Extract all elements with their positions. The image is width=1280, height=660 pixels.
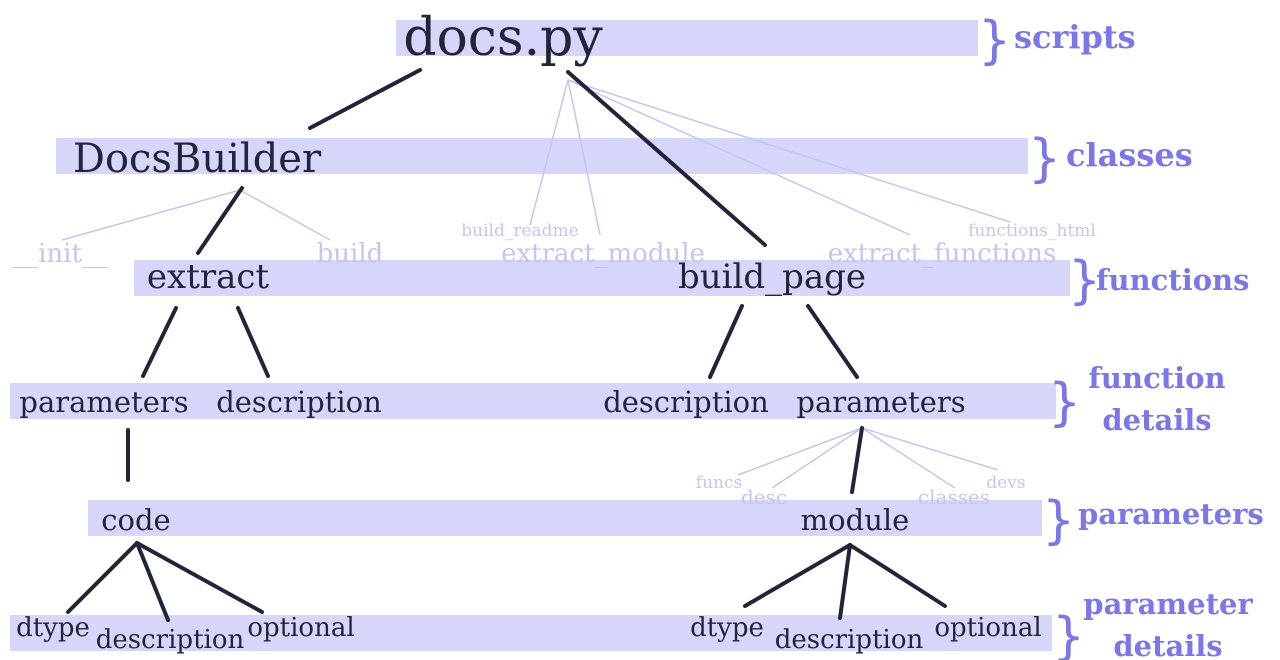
edge-docs-extract-module (567, 79, 601, 236)
node-extract: extract (147, 257, 270, 297)
node-build: build (317, 239, 384, 269)
tier-scripts: scripts (1014, 18, 1136, 56)
edge-params-classes (861, 427, 956, 489)
edge-parameters-module (850, 426, 864, 494)
brace-classes: } (1028, 129, 1061, 189)
faint-connectors (61, 79, 1011, 489)
band-classes (56, 138, 1028, 174)
tier-parameter-details-line2: details (1113, 629, 1222, 660)
node-functions-html: functions_html (968, 221, 1096, 241)
brace-function-details: } (1048, 373, 1081, 433)
edge-module-optional (848, 543, 947, 608)
node-funcs: funcs (696, 473, 742, 493)
tier-labels: scripts classes functions function detai… (1014, 18, 1264, 660)
edge-docs-builder (308, 68, 422, 130)
faint-labels: __init__ build build_readme extract_modu… (12, 221, 1096, 509)
node-devs: devs (986, 473, 1025, 493)
brace-parameters: } (1042, 491, 1075, 551)
edge-docs-extract-functions (567, 79, 911, 236)
node-build-page-parameters: parameters (796, 385, 965, 419)
node-extract-module: extract_module (501, 239, 705, 269)
edge-builder-init (61, 189, 241, 241)
edge-code-optional (135, 541, 264, 614)
edge-extract-parameters (141, 306, 178, 378)
node-code: code (101, 503, 170, 537)
edge-module-dtype (743, 543, 852, 608)
node-build-readme: build_readme (461, 221, 578, 241)
tier-braces: } } } } } } (978, 11, 1101, 660)
tier-function-details-line1: function (1088, 361, 1225, 395)
node-extract-parameters: parameters (19, 385, 188, 419)
node-module-description: description (775, 625, 924, 655)
node-init: __init__ (12, 239, 108, 269)
node-build-page-description: description (603, 385, 769, 419)
edge-params-devs (861, 427, 999, 471)
edge-extract-description (236, 306, 270, 378)
node-extract-description: description (216, 385, 382, 419)
tier-function-details-line2: details (1102, 403, 1211, 437)
edge-build-page-description (708, 304, 744, 379)
edge-params-funcs (737, 427, 863, 476)
band-parameters (88, 500, 1042, 536)
edge-docs-build-page (566, 70, 767, 247)
edge-code-description (135, 541, 170, 622)
main-connectors (66, 68, 947, 622)
edge-docs-functions-html (567, 79, 1011, 223)
brace-functions: } (1068, 251, 1101, 311)
node-docs-py: docs.py (403, 8, 603, 68)
node-build-page: build_page (678, 257, 866, 297)
edge-builder-build (239, 189, 331, 241)
node-module-optional: optional (934, 613, 1041, 643)
node-code-description: description (96, 625, 245, 655)
edge-build-page-parameters (806, 304, 859, 379)
band-scripts (396, 20, 978, 56)
node-module-dtype: dtype (690, 613, 764, 643)
edge-builder-extract (196, 186, 244, 255)
node-classes: classes (918, 485, 990, 509)
node-module: module (801, 503, 910, 537)
node-desc: desc (741, 485, 787, 509)
tier-parameters: parameters (1078, 497, 1264, 531)
brace-scripts: } (978, 11, 1011, 71)
tier-parameter-details-line1: parameter (1083, 587, 1253, 621)
edge-code-dtype (66, 541, 139, 614)
tier-functions: functions (1096, 263, 1249, 297)
node-docs-builder: DocsBuilder (73, 136, 322, 182)
edge-module-description (838, 543, 852, 620)
tier-classes: classes (1066, 136, 1193, 174)
band-parameter-details (10, 615, 1052, 651)
node-code-optional: optional (247, 613, 354, 643)
brace-parameter-details: } (1052, 607, 1085, 660)
edge-params-desc (771, 427, 863, 489)
node-code-dtype: dtype (16, 613, 90, 643)
band-function-details (10, 383, 1056, 419)
edge-docs-build-readme (529, 79, 569, 226)
node-labels: docs.py DocsBuilder extract build_page p… (16, 8, 1042, 655)
band-functions (134, 260, 1070, 296)
node-extract-functions: extract_functions (828, 239, 1057, 269)
